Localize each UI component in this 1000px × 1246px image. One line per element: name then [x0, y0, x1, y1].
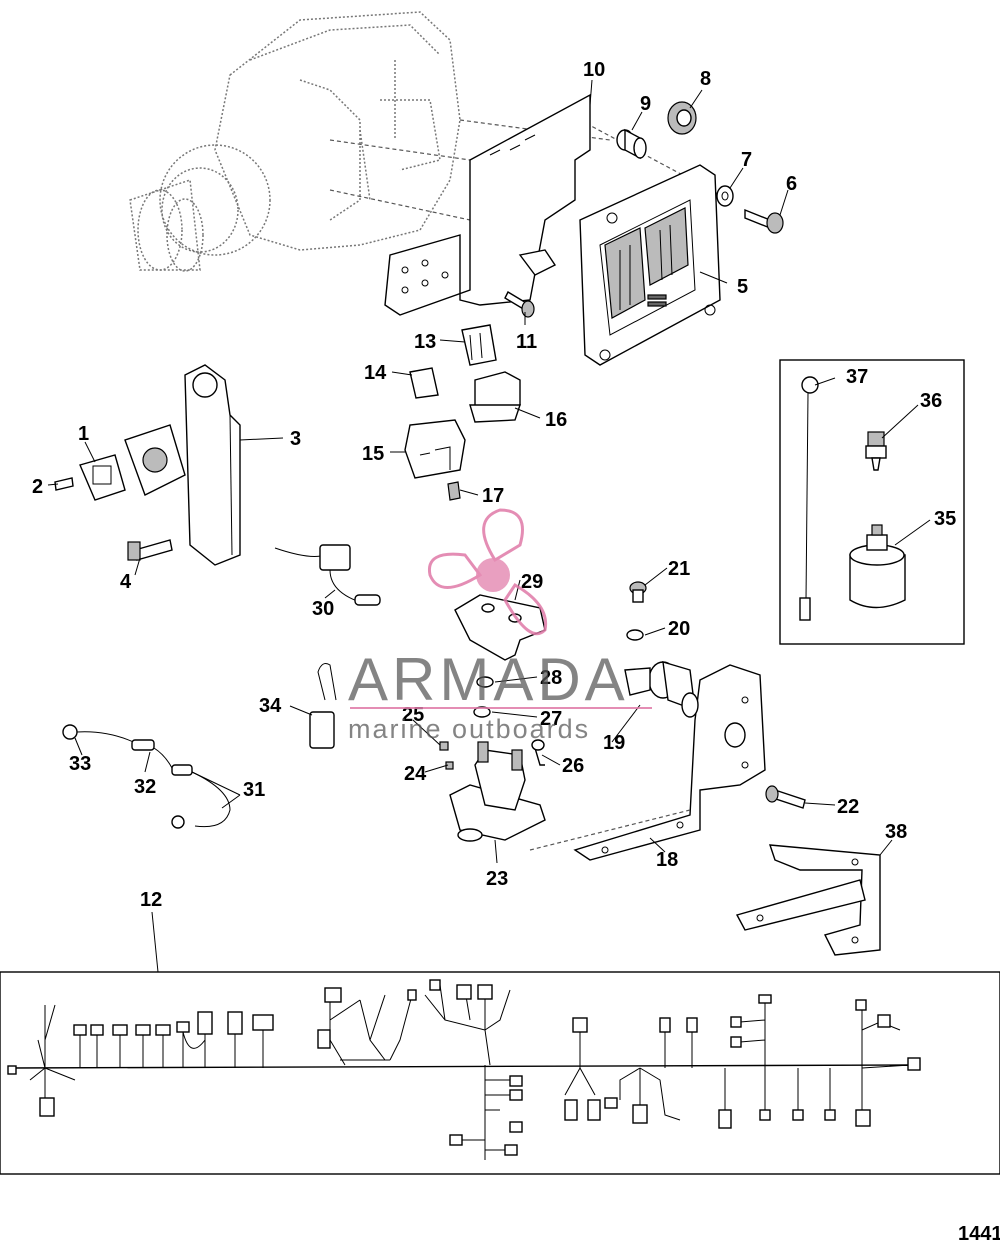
washer-28: [476, 676, 494, 688]
screw-26: [531, 739, 545, 766]
loop-34: [309, 663, 337, 749]
grommet-8: [667, 101, 697, 135]
callout-15: 15: [362, 443, 384, 465]
clip-14: [409, 367, 439, 399]
solenoid-19: [624, 661, 699, 718]
callout-32: 32: [134, 776, 156, 798]
callout-labels: 1 2 3 4 5 6 7 8 9 10 11 12 13 14 15 16 1…: [32, 59, 1000, 1245]
fuse-holder-15: [404, 419, 466, 479]
callout-7: 7: [741, 149, 752, 171]
callout-1: 1: [78, 423, 89, 445]
leader-lines: [47, 79, 931, 973]
callout-33: 33: [69, 753, 91, 775]
pressure-switch-36: [865, 431, 887, 471]
sensor-30: [274, 544, 381, 606]
starter-bracket-18: [529, 664, 766, 861]
ecm-module: [579, 164, 721, 366]
callout-3: 3: [290, 428, 301, 450]
callout-17: 17: [482, 485, 504, 507]
engine-block-outline: [129, 11, 461, 272]
watermark-brand: ARMADA: [348, 646, 629, 713]
callout-22: 22: [837, 796, 859, 818]
callout-2: 2: [32, 476, 43, 498]
callout-10: 10: [583, 59, 605, 81]
washer-7: [716, 185, 734, 207]
plate-1: [79, 454, 126, 501]
callout-27: 27: [540, 708, 562, 730]
callout-25: 25: [402, 704, 424, 726]
callout-19: 19: [603, 732, 625, 754]
nut-21: [629, 581, 647, 603]
cable-33: [62, 724, 141, 746]
callout-13: 13: [414, 331, 436, 353]
callout-11: 11: [516, 331, 537, 353]
knock-sensor-37: [799, 376, 819, 621]
callout-24: 24: [404, 763, 427, 785]
callout-21: 21: [668, 558, 690, 580]
callout-30: 30: [312, 598, 334, 620]
callout-38: 38: [885, 821, 907, 843]
harness-31: [171, 771, 231, 829]
wiring-harness-12: [0, 971, 1000, 1175]
bolt-4: [127, 539, 173, 561]
armada-watermark: ARMADA marine outboards: [348, 508, 652, 744]
callout-31: 31: [243, 779, 265, 801]
callout-14: 14: [364, 362, 387, 384]
screw-6: [744, 208, 784, 234]
sleeve-9: [616, 128, 647, 160]
callout-36: 36: [920, 390, 942, 412]
sensor-inset-box: [779, 359, 965, 645]
bracket-29: [454, 594, 546, 661]
callout-26: 26: [562, 755, 584, 777]
washer-20: [626, 629, 644, 641]
callout-28: 28: [540, 667, 562, 689]
oil-pressure-sender-35: [849, 524, 906, 609]
watermark-tagline: marine outboards: [348, 714, 590, 744]
callout-12: 12: [140, 889, 162, 911]
callout-6: 6: [786, 173, 797, 195]
callout-9: 9: [640, 93, 651, 115]
fuse-32: [131, 739, 193, 776]
callout-23: 23: [486, 868, 508, 890]
callout-18: 18: [656, 849, 678, 871]
figure-number: 1441: [958, 1223, 1000, 1245]
relay-bracket-13: [461, 324, 497, 366]
callout-16: 16: [545, 409, 567, 431]
mount-bracket-3: [124, 364, 241, 566]
callout-34: 34: [259, 695, 282, 717]
screw-2: [54, 477, 74, 491]
callout-35: 35: [934, 508, 956, 530]
callout-8: 8: [700, 68, 711, 90]
nut-25: [439, 741, 449, 751]
callout-20: 20: [668, 618, 690, 640]
relay-16: [469, 371, 521, 423]
propeller-logo-icon: [427, 508, 548, 636]
callout-37: 37: [846, 366, 868, 388]
callout-4: 4: [120, 571, 132, 593]
screw-11: [504, 291, 535, 318]
screw-22: [765, 785, 806, 809]
callout-29: 29: [521, 571, 543, 593]
solenoid-23: [449, 741, 546, 842]
ecm-mounting-bracket: [384, 93, 591, 316]
fuse-17: [447, 481, 461, 501]
callout-5: 5: [737, 276, 748, 298]
bracket-38: [735, 844, 881, 956]
